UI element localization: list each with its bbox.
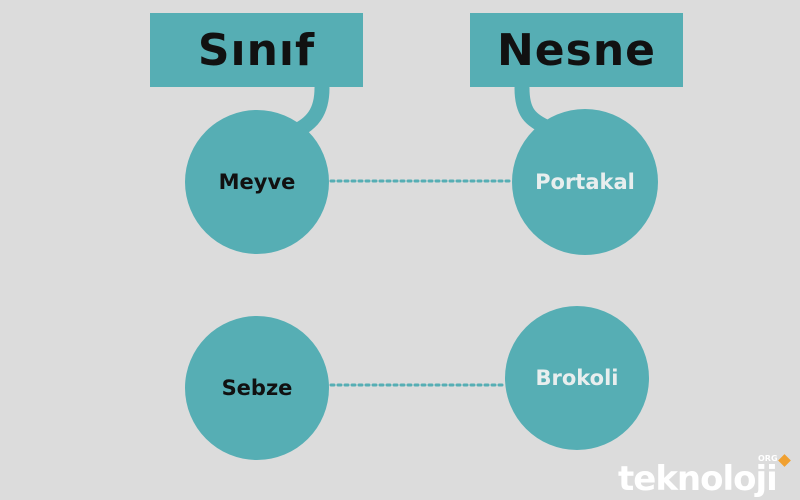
logo-text: teknoloji bbox=[618, 459, 778, 499]
logo-accent-icon bbox=[778, 454, 791, 467]
object-node-brokoli: Brokoli bbox=[505, 306, 649, 450]
teknoloji-logo: teknoloji ORG bbox=[618, 452, 800, 496]
object-header: Nesne bbox=[470, 13, 683, 87]
class-header: Sınıf bbox=[150, 13, 363, 87]
object-header-label: Nesne bbox=[496, 24, 657, 76]
object-node-portakal-label: Portakal bbox=[535, 170, 635, 194]
logo-tld: ORG bbox=[758, 454, 778, 463]
class-node-sebze: Sebze bbox=[185, 316, 329, 460]
class-node-meyve-label: Meyve bbox=[218, 170, 296, 194]
object-node-brokoli-label: Brokoli bbox=[535, 366, 619, 390]
class-node-meyve: Meyve bbox=[185, 110, 329, 254]
class-node-sebze-label: Sebze bbox=[221, 376, 293, 400]
class-header-label: Sınıf bbox=[197, 24, 316, 76]
object-node-portakal: Portakal bbox=[512, 109, 658, 255]
